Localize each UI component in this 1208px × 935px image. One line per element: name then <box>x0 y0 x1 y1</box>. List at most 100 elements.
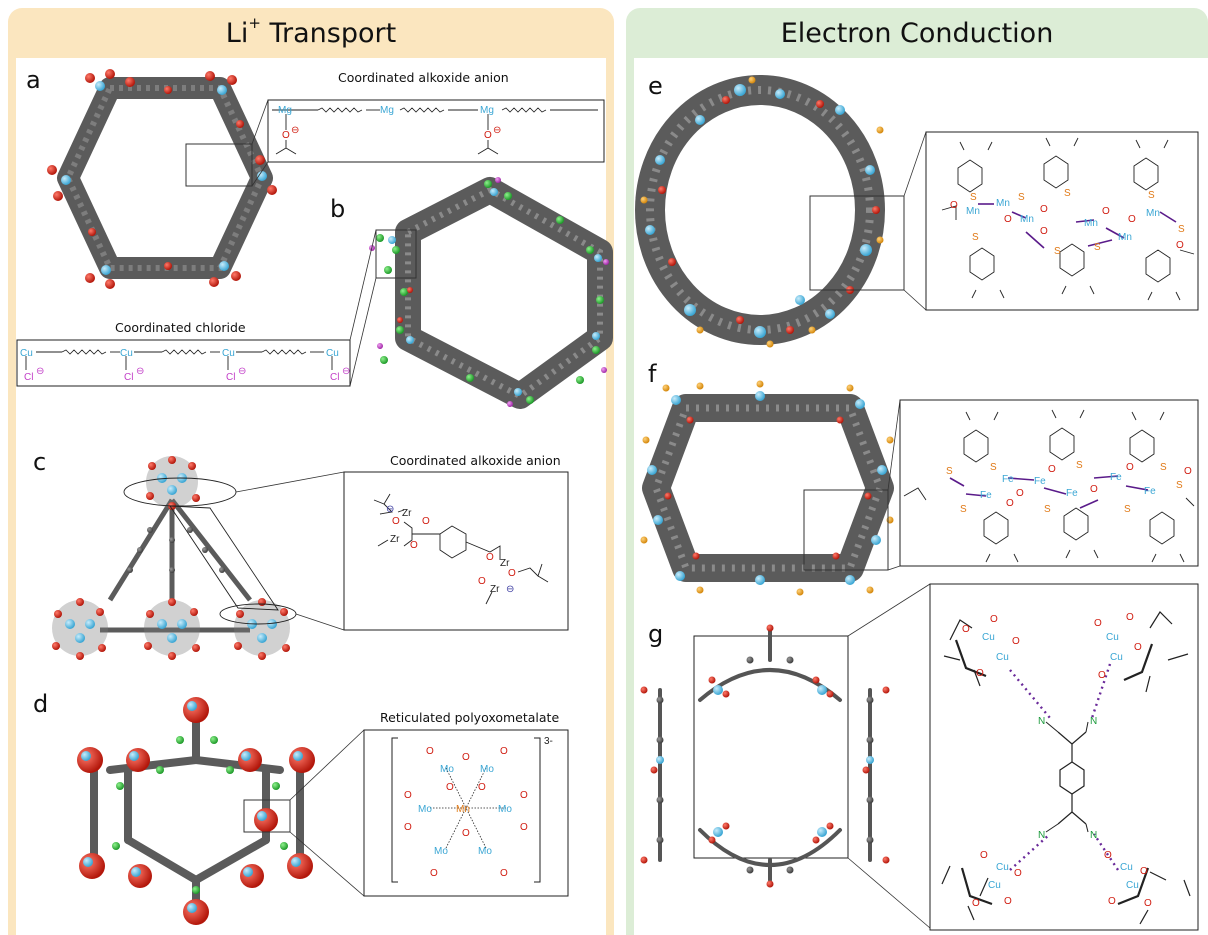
atom-s: S <box>1064 188 1071 199</box>
caption-b: Coordinated chloride <box>115 320 246 335</box>
panel-b-zoom-box <box>375 229 417 279</box>
atom-s: S <box>1094 242 1101 253</box>
atom-o: O <box>1040 204 1048 215</box>
atom-s: S <box>1044 504 1051 515</box>
panel-c-zr-cluster-right <box>234 598 290 660</box>
atom-cu: Cu <box>1126 880 1139 891</box>
atom-cu: Cu <box>20 348 33 359</box>
atom-o: O <box>1048 464 1056 475</box>
panel-d-inset <box>363 729 569 897</box>
panel-c-zr-cluster-top <box>146 456 200 510</box>
atom-o: O <box>1108 896 1116 907</box>
panel-a-framework <box>47 69 277 289</box>
panel-c-zoom-linker <box>169 505 279 611</box>
atom-s: S <box>1160 462 1167 473</box>
panel-a-inset-chain <box>272 107 598 155</box>
atom-fe: Fe <box>1110 472 1122 483</box>
atom-zr: Zr <box>500 558 510 569</box>
atom-o: O <box>1176 240 1184 251</box>
minus-sign: ⊖ <box>291 125 299 136</box>
panel-f-zoom-box <box>803 489 889 571</box>
atom-o: O <box>410 540 418 551</box>
atom-o: O <box>976 668 984 679</box>
atom-fe: Fe <box>1144 486 1156 497</box>
panel-g-oxygens: O O O O O O O O O O O O O O O O <box>962 612 1152 909</box>
panel-c-inset <box>343 471 569 631</box>
panel-g-inset-structure <box>941 611 1191 925</box>
atom-s: S <box>990 462 997 473</box>
atom-s: S <box>1148 190 1155 201</box>
atom-o: O <box>404 822 412 833</box>
atom-n: N <box>1090 830 1097 841</box>
minus-sign: ⊖ <box>493 125 501 136</box>
atom-o: O <box>980 850 988 861</box>
minus-sign: ⊖ <box>506 584 514 595</box>
atom-o: O <box>486 552 494 563</box>
atom-s: S <box>1018 192 1025 203</box>
atom-fe: Fe <box>1034 476 1046 487</box>
panel-g-framework <box>640 624 890 888</box>
atom-s: S <box>1124 504 1131 515</box>
atom-s: S <box>946 466 953 477</box>
atom-s: S <box>1176 480 1183 491</box>
panel-a-inset <box>267 99 605 163</box>
panel-c-inset-structure <box>373 493 549 605</box>
atom-n: N <box>1090 716 1097 727</box>
atom-o: O <box>972 898 980 909</box>
atom-o: O <box>990 614 998 625</box>
panel-e-inset-structure <box>941 137 1195 301</box>
panel-c-zr-cluster-left <box>52 598 108 660</box>
atom-s: S <box>960 504 967 515</box>
atom-zr: Zr <box>390 534 400 545</box>
atom-cu: Cu <box>996 862 1009 873</box>
caption-c: Coordinated alkoxide anion <box>390 453 561 468</box>
atom-o: O <box>1014 868 1022 879</box>
atom-o: O <box>478 782 486 793</box>
panel-f-sulfurs: S S S S S S S S <box>946 460 1183 515</box>
panel-c-zr-cluster-middle <box>144 598 200 660</box>
panel-label-c: c <box>33 448 47 476</box>
atom-cl: Cl <box>24 372 33 383</box>
atom-o: O <box>1126 612 1134 623</box>
atom-mo: Mo <box>478 846 492 857</box>
panel-f-inset-structure <box>903 409 1195 563</box>
atom-cu: Cu <box>1106 632 1119 643</box>
atom-o: O <box>962 624 970 635</box>
panel-label-e: e <box>648 72 663 100</box>
atom-o: O <box>1102 206 1110 217</box>
caption-d: Reticulated polyoxometalate <box>380 710 560 725</box>
atom-o: O <box>1004 896 1012 907</box>
panel-e-zoom-box <box>809 195 905 291</box>
atom-cu: Cu <box>326 348 339 359</box>
atom-s: S <box>970 192 977 203</box>
panel-d-framework <box>77 697 315 925</box>
atom-mo: Mo <box>498 804 512 815</box>
atom-o: O <box>1140 866 1148 877</box>
atom-o: O <box>1006 498 1014 509</box>
panel-e-inset <box>925 131 1199 311</box>
charge-label: 3- <box>544 736 553 747</box>
electron-conduction-title: Electron Conduction <box>780 18 1054 49</box>
panel-e-oxygens: O O O O O O O <box>950 200 1184 251</box>
atom-o: O <box>392 516 400 527</box>
atom-o: O <box>404 790 412 801</box>
atom-mn: Mn <box>1146 208 1160 219</box>
atom-fe: Fe <box>1066 488 1078 499</box>
panel-d-zoom-box <box>243 799 291 833</box>
atom-o: O <box>446 782 454 793</box>
atom-o: O <box>1004 214 1012 225</box>
atom-cu: Cu <box>988 880 1001 891</box>
atom-o: O <box>1104 850 1112 861</box>
li-transport-title: Li+ Transport <box>225 14 397 49</box>
atom-mn: Mn <box>456 804 470 815</box>
atom-o: O <box>282 130 290 141</box>
atom-o: O <box>478 576 486 587</box>
minus-sign: ⊖ <box>342 366 350 377</box>
atom-mn: Mn <box>1118 232 1132 243</box>
atom-mg: Mg <box>380 105 394 116</box>
atom-s: S <box>1054 246 1061 257</box>
atom-o: O <box>426 746 434 757</box>
atom-mg: Mg <box>480 105 494 116</box>
atom-s: S <box>1076 460 1083 471</box>
panel-e-framework <box>635 75 885 348</box>
